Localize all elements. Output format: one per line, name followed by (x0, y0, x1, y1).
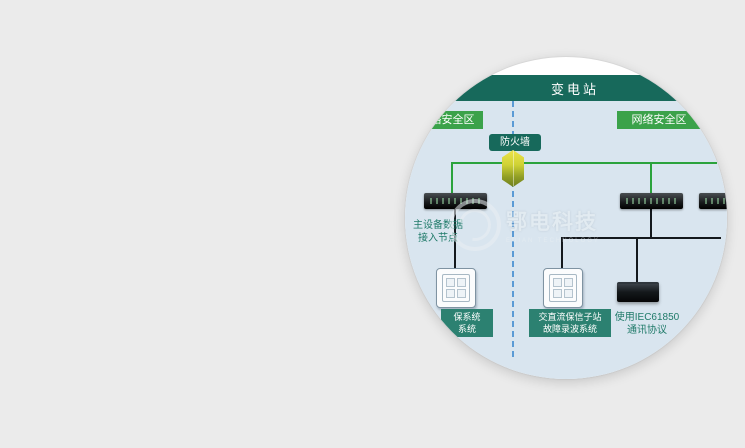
bottom-left-caption: 保系统 系统 (441, 309, 493, 337)
network-switch-partial-right-icon (699, 193, 727, 209)
relay-face-cell (457, 289, 466, 298)
relay-face-cell (457, 278, 466, 287)
data-access-node-label: 主设备数据 接入节点 (405, 219, 471, 245)
black-link-right-switch-to-bus (650, 209, 652, 239)
green-bus-line-horizontal (451, 162, 717, 164)
zone-label-left-text: 网络安全区 (419, 114, 475, 126)
watermark-brand-text: 鄂电科技 (506, 211, 598, 234)
relay-face-cell (446, 278, 455, 287)
firewall-icon (502, 150, 524, 187)
black-bus-line-right (561, 237, 721, 239)
black-link-left-switch-to-relay (454, 209, 456, 269)
firewall-label: 防火墙 (489, 134, 541, 151)
zone-label-right-text: 网络安全区 (631, 114, 687, 126)
bottom-right-caption-line1: 使用IEC61850 (614, 312, 680, 323)
relay-face-cell (564, 289, 573, 298)
zoom-lens-circle[interactable]: 变电站 网络安全区 网络安全区 防火墙 (405, 57, 727, 379)
protection-relay-middle-icon (543, 268, 583, 308)
protection-relay-left-icon (436, 268, 476, 308)
bottom-left-caption-line2: 系统 (457, 324, 476, 334)
data-access-node-label-line1: 主设备数据 (413, 220, 463, 231)
data-access-node-label-line2: 接入节点 (418, 233, 458, 244)
bottom-middle-caption-line2: 故障录波系统 (542, 324, 597, 334)
bottom-right-caption-line2: 通讯协议 (627, 325, 667, 336)
bottom-right-caption: 使用IEC61850 通讯协议 (607, 311, 687, 337)
bottom-middle-caption-line1: 交直流保信子站 (538, 312, 602, 322)
zone-label-left: 网络安全区 (411, 111, 483, 129)
black-link-bus-to-mid-relay (561, 237, 563, 269)
relay-face-cell (446, 289, 455, 298)
bottom-middle-caption: 交直流保信子站 故障录波系统 (529, 309, 611, 337)
relay-face-cell (553, 278, 562, 287)
firewall-label-text: 防火墙 (500, 137, 530, 148)
substation-title: 变电站 (550, 81, 599, 97)
bottom-left-caption-line1: 保系统 (453, 312, 481, 322)
network-diagram-area: 网络安全区 网络安全区 防火墙 主设备数据 接入节点 (405, 101, 727, 379)
relay-face-cell (553, 289, 562, 298)
black-link-bus-to-converter (636, 237, 638, 282)
substation-header-bar: 变电站 (405, 75, 727, 101)
network-switch-right-icon (620, 193, 683, 209)
converter-box-icon (617, 282, 659, 302)
relay-face-cell (564, 278, 573, 287)
green-drop-line-left (451, 162, 453, 194)
relay-face (549, 274, 577, 302)
zone-label-right: 网络安全区 (617, 111, 701, 129)
relay-face (442, 274, 470, 302)
security-zone-divider-line (512, 101, 514, 357)
network-switch-left-icon (424, 193, 487, 209)
green-drop-line-right (650, 162, 652, 194)
